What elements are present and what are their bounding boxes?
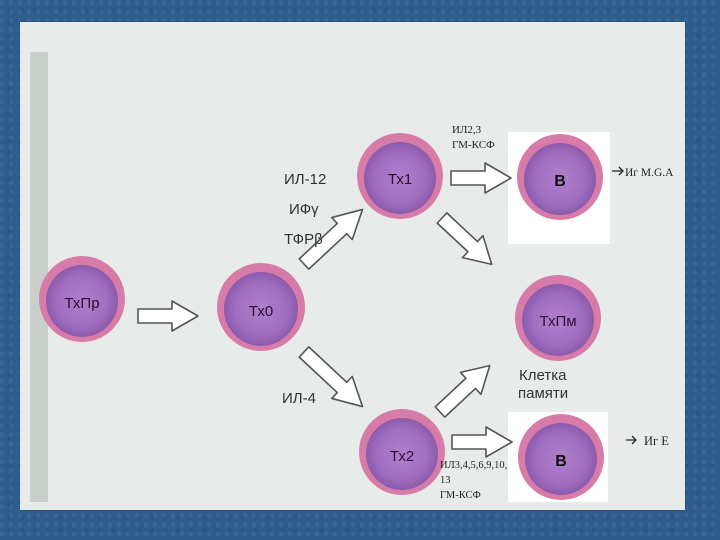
label-tx2-cytokines-line1: ИЛ3,4,5,6,9,10, [440,460,507,471]
cell-b-bottom: В [518,414,604,500]
cell-label-b-bottom: В [555,453,567,470]
label-il12: ИЛ-12 [284,171,326,188]
cell-tx0: Тх0 [217,263,305,351]
cell-label-txpm: ТхПм [539,313,576,330]
cell-label-txpr: ТхПр [64,295,99,312]
label-memory-cell-line1: Клетка [519,367,567,384]
cell-txpr: ТхПр [39,256,125,342]
diagram-slide: ТхПр Тх0 Тх1 Тх2 ТхПм В [20,22,685,510]
cell-b-top: В [517,134,603,220]
arrow-tx2-b [451,426,513,458]
cell-label-tx2: Тх2 [390,448,414,465]
arrow-right-icon [612,166,624,176]
cell-label-b-top: В [554,173,566,190]
cell-label-tx0: Тх0 [249,303,273,320]
th-differentiation-diagram: ТхПр Тх0 Тх1 Тх2 ТхПм В [30,52,674,502]
output-ig-bottom: Иг E [626,434,669,448]
label-tgf-beta: ТФРβ [284,231,323,248]
arrow-tx0-tx2 [298,346,364,408]
cell-tx1: Тх1 [357,133,443,219]
arrow-tx2-txpm [434,364,491,418]
label-tx1-cytokines-line2: ГМ-КСФ [452,139,495,151]
label-tx2-cytokines-line2: 13 [440,475,451,486]
arrow-tx1-b [450,162,512,194]
arrow-tx0-tx1 [298,208,364,270]
cell-tx2: Тх2 [359,409,445,495]
arrow-tx1-txpm [436,212,493,266]
arrow-right-icon [626,435,637,445]
cell-label-tx1: Тх1 [388,171,412,188]
label-memory-cell-line2: памяти [518,385,568,402]
label-tx1-cytokines-line1: ИЛ2,3 [452,124,482,136]
output-ig-top: Иг M.G.A [612,166,674,179]
arrow-txpr-tx0 [137,300,199,332]
scan-edge [30,52,48,502]
label-ig-e: Иг E [644,434,669,448]
label-ifn-gamma: ИФγ [289,201,319,218]
label-ig-mga: Иг M.G.A [625,167,674,179]
label-il4: ИЛ-4 [282,390,316,407]
cell-txpm: ТхПм [515,275,601,361]
label-tx2-cytokines-line3: ГМ-КСФ [440,490,481,501]
